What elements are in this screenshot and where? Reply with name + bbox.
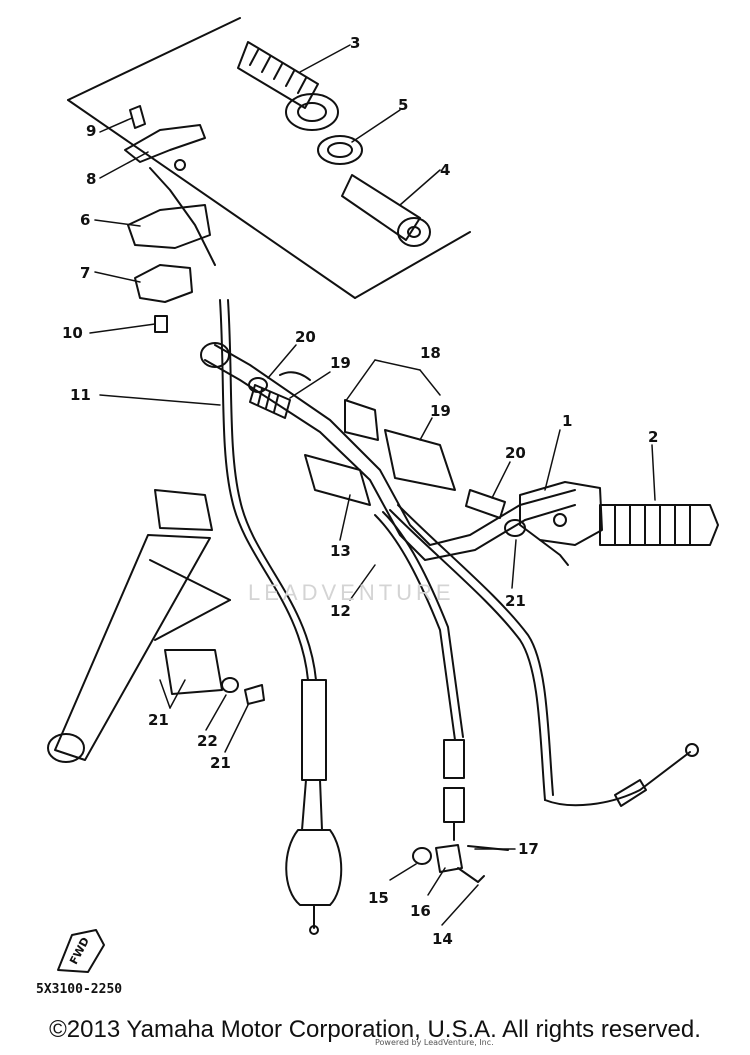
callout-6: 6	[80, 211, 90, 229]
adjuster-21-right	[504, 519, 526, 537]
grip-ring	[317, 135, 363, 165]
parts-diagram: LEADVENTURE 3 5 4 9 8 6 7 10 11 20 19 18…	[36, 17, 719, 997]
throttle-cable	[219, 299, 343, 935]
steering-column	[47, 489, 231, 763]
callout-23: 21	[210, 754, 231, 772]
callout-5: 5	[398, 96, 408, 114]
drawing-code: 5X3100-2250	[36, 982, 122, 997]
lever-perch	[519, 481, 603, 566]
callout-19: 19	[430, 402, 451, 420]
clamp-22	[164, 649, 223, 695]
cable-cover-13	[304, 454, 371, 506]
part-16-bracket	[435, 844, 463, 873]
callout-24: 22	[197, 732, 218, 750]
callout-21-right: 21	[505, 592, 526, 610]
callout-3: 3	[350, 34, 360, 52]
callout-9: 9	[86, 122, 96, 140]
callout-13: 13	[330, 542, 351, 560]
throttle-housing	[124, 105, 216, 333]
washer-24	[221, 677, 239, 693]
exploded-view-box	[67, 17, 471, 299]
bolt-23	[244, 684, 265, 705]
right-grip	[599, 504, 719, 546]
part-14-lever	[457, 867, 485, 883]
callout-17: 17	[518, 840, 539, 858]
callout-14: 14	[432, 930, 453, 948]
callout-18: 18	[420, 344, 441, 362]
cable-cover-18	[344, 399, 379, 441]
clutch-cable	[374, 511, 465, 841]
callout-10: 10	[62, 324, 83, 342]
callout-1: 1	[562, 412, 572, 430]
powered-by-credit: Powered by LeadVenture, Inc.	[375, 1038, 494, 1047]
adjuster-21-left	[248, 377, 268, 393]
leader-lines	[89, 44, 656, 926]
fwd-arrow-icon	[57, 929, 105, 973]
cable-cover-19	[384, 429, 456, 491]
handlebar	[200, 342, 576, 561]
callout-20-top: 19	[330, 354, 351, 372]
watermark: LEADVENTURE	[248, 580, 455, 605]
callout-7: 7	[80, 264, 90, 282]
callout-11: 11	[70, 386, 91, 404]
throttle-tube	[341, 174, 431, 247]
callout-12: 12	[330, 602, 351, 620]
callout-4: 4	[440, 161, 450, 179]
adjuster-20-right	[465, 489, 506, 519]
copyright-notice: ©2013 Yamaha Motor Corporation, U.S.A. A…	[49, 1016, 701, 1043]
part-15-nut	[412, 847, 432, 865]
callout-22: 21	[148, 711, 169, 729]
callout-21-top: 20	[295, 328, 316, 346]
callout-20-right: 20	[505, 444, 526, 462]
callout-labels: 3 5 4 9 8 6 7 10 11 20 19 18 19 20 1 2 1…	[62, 34, 658, 948]
callout-15: 15	[368, 889, 389, 907]
callout-16: 16	[410, 902, 431, 920]
brake-cable	[389, 504, 699, 807]
callout-8: 8	[86, 170, 96, 188]
callout-2: 2	[648, 428, 658, 446]
left-grip	[237, 41, 339, 131]
